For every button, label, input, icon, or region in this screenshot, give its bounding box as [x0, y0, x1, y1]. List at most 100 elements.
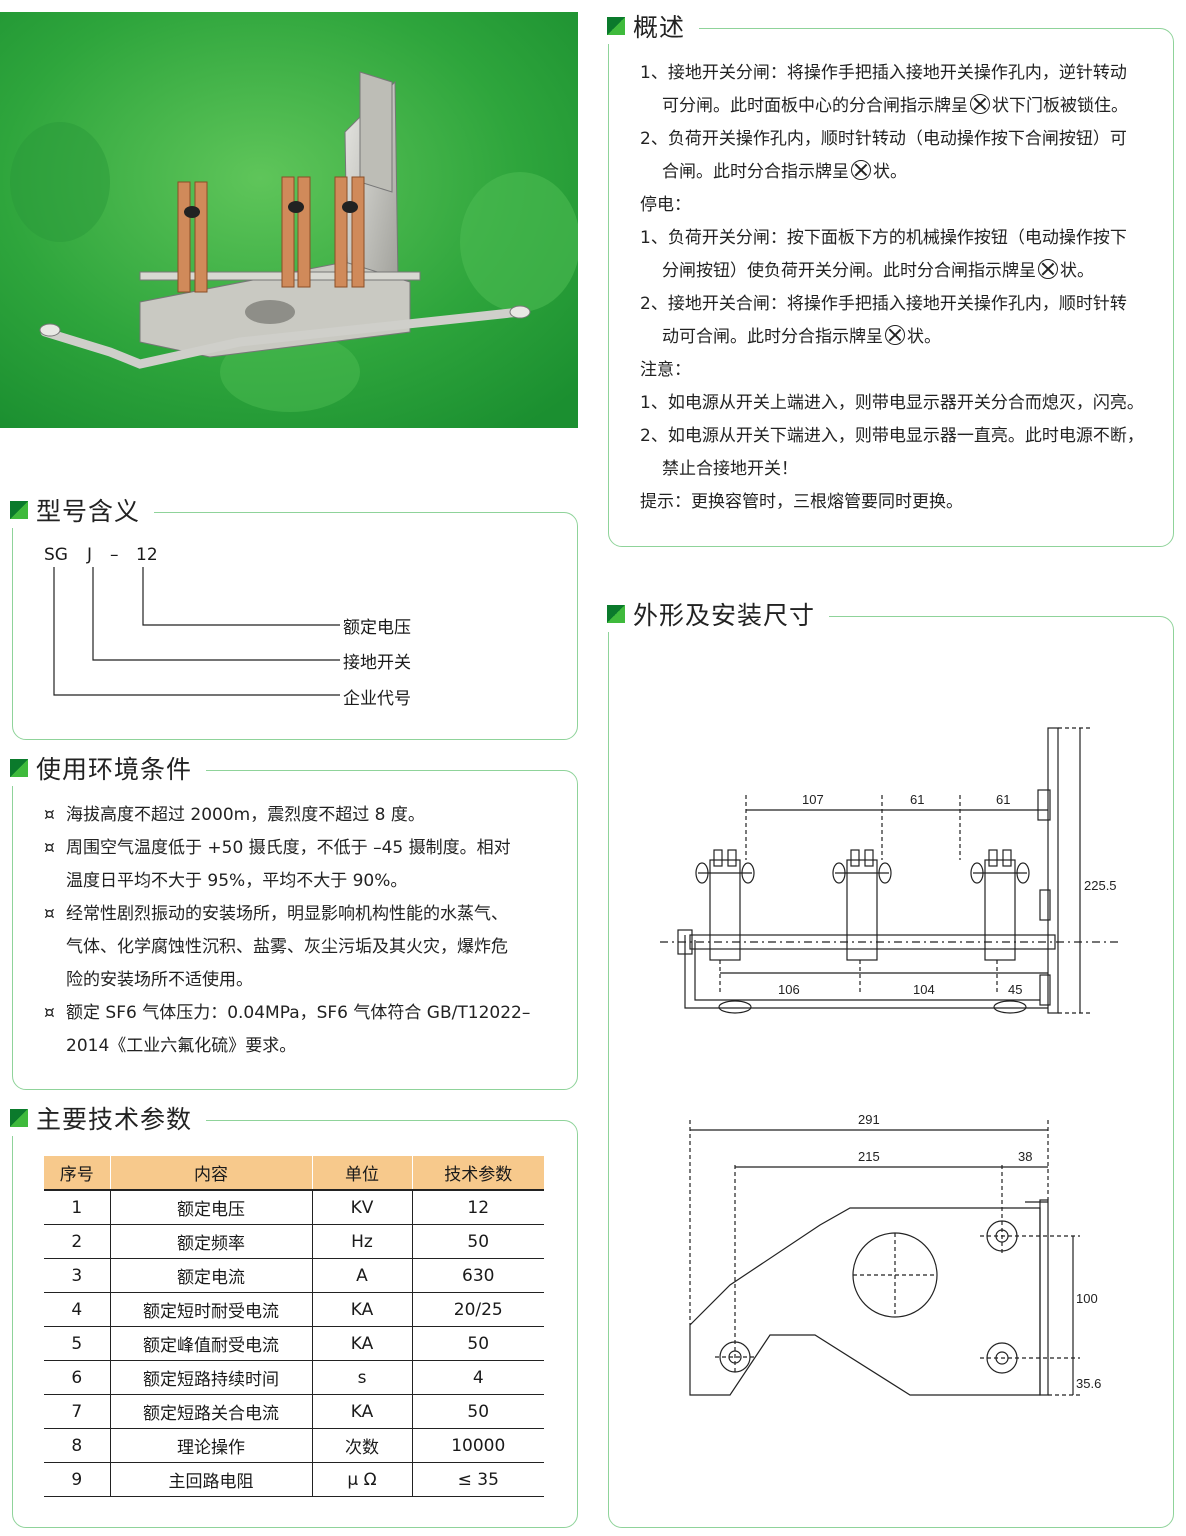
environment-line: ¤海拔高度不超过 2000m，震烈度不超过 8 度。	[44, 805, 425, 825]
overview-line: 可分闸。此时面板中心的分合闸指示牌呈状下门板被锁住。	[662, 94, 1128, 116]
dim-label: 225.5	[1084, 878, 1117, 893]
table-cell: s	[311, 1360, 412, 1395]
overview-line: 2、接地开关合闸：将操作手把插入接地开关操作孔内，顺时针转	[640, 294, 1127, 314]
table-cell: 4	[411, 1360, 544, 1395]
overview-line: 禁止合接地开关！	[662, 459, 798, 479]
table-cell: A	[311, 1258, 412, 1293]
section-marker-icon	[10, 1109, 28, 1127]
overview-line: 2、如电源从开关下端进入，则带电显示器一直亮。此时电源不断，	[640, 426, 1144, 446]
front-view-drawing: 107 61 61 225.5 106 104 45	[660, 727, 1120, 1014]
model-title: 型号含义	[36, 497, 141, 526]
model-panel	[12, 512, 578, 740]
environment-line: 气体、化学腐蚀性沉积、盐雾、灰尘污垢及其火灾，爆炸危	[66, 937, 508, 957]
environment-line: ¤经常性剧烈振动的安装场所，明显影响机构性能的水蒸气、	[44, 904, 508, 924]
dim-label: 61	[910, 792, 924, 807]
dimensions-title: 外形及安装尺寸	[633, 601, 816, 630]
overview-line: 动可合闸。此时分合指示牌呈状。	[662, 325, 941, 347]
column-header: 序号	[44, 1156, 110, 1191]
table-cell: μ Ω	[311, 1462, 412, 1497]
table-cell: 8	[44, 1428, 110, 1463]
overview-line: 1、接地开关分闸：将操作手把插入接地开关操作孔内，逆针转动	[640, 63, 1127, 83]
environment-line: 2014《工业六氟化硫》要求。	[66, 1036, 297, 1056]
model-leader-lines	[53, 567, 340, 696]
section-marker-icon	[10, 759, 28, 777]
table-cell: 7	[44, 1394, 110, 1429]
section-marker-icon	[607, 605, 625, 623]
model-heading: 型号含义	[10, 492, 155, 528]
model-code-j: J	[87, 545, 93, 565]
table-cell: Hz	[311, 1224, 412, 1259]
table-cell: 9	[44, 1462, 110, 1497]
environment-line: ¤周围空气温度低于 +50 摄氏度，不低于 –45 摄制度。相对	[44, 838, 511, 858]
dim-label: 45	[1008, 982, 1022, 997]
overview-line: 停电：	[640, 195, 691, 215]
table-cell: 3	[44, 1258, 110, 1293]
closed-indicator-icon	[885, 325, 905, 345]
overview-line: 2、负荷开关操作孔内，顺时针转动（电动操作按下合闸按钮）可	[640, 129, 1127, 149]
section-marker-icon	[10, 501, 28, 519]
table-cell: ≤ 35	[411, 1462, 544, 1497]
table-cell: 630	[411, 1258, 544, 1293]
overview-line: 合闸。此时分合指示牌呈状。	[662, 160, 907, 182]
section-marker-icon	[607, 17, 625, 35]
model-code-dash: –	[110, 545, 119, 565]
environment-line: ¤额定 SF6 气体压力：0.04MPa，SF6 气体符合 GB/T12022–	[44, 1003, 531, 1023]
table-cell: 额定频率	[109, 1224, 312, 1259]
table-cell: 50	[411, 1394, 544, 1429]
table-cell: 4	[44, 1292, 110, 1327]
table-cell: 50	[411, 1224, 544, 1259]
environment-heading: 使用环境条件	[10, 750, 207, 786]
overview-heading: 概述	[607, 8, 700, 44]
table-cell: 10000	[411, 1428, 544, 1463]
closed-indicator-icon	[970, 94, 990, 114]
environment-panel	[12, 770, 578, 1090]
dim-label: 104	[913, 982, 935, 997]
specs-panel	[12, 1120, 578, 1528]
table-cell: 20/25	[411, 1292, 544, 1327]
overview-line: 1、如电源从开关上端进入，则带电显示器开关分合而熄灭，闪亮。	[640, 393, 1144, 413]
table-cell: 额定短路持续时间	[109, 1360, 312, 1395]
column-header: 内容	[109, 1156, 312, 1191]
table-cell: 额定电压	[109, 1190, 312, 1225]
dim-label: 38	[1018, 1149, 1032, 1164]
overview-line: 分闸按钮）使负荷开关分闸。此时分合闸指示牌呈状。	[662, 259, 1094, 281]
dimensions-panel	[608, 616, 1174, 1528]
table-cell: 12	[411, 1190, 544, 1225]
table-cell: 50	[411, 1326, 544, 1361]
dim-label: 291	[858, 1112, 880, 1127]
top-view-drawing: 291 215 38 100 35.6	[689, 1112, 1101, 1396]
closed-indicator-icon	[851, 160, 871, 180]
closed-indicator-icon	[1038, 259, 1058, 279]
environment-title: 使用环境条件	[36, 755, 193, 784]
environment-text: ¤海拔高度不超过 2000m，震烈度不超过 8 度。 ¤周围空气温度低于 +50…	[44, 799, 564, 1063]
specs-title: 主要技术参数	[36, 1105, 193, 1134]
overview-line: 1、负荷开关分闸：按下面板下方的机械操作按钮（电动操作按下	[640, 228, 1127, 248]
table-cell: 主回路电阻	[109, 1462, 312, 1497]
table-cell: 次数	[311, 1428, 412, 1463]
table-header-row: 序号 内容 单位 技术参数	[44, 1156, 544, 1191]
overview-line: 提示：更换容管时，三根熔管要同时更换。	[640, 492, 963, 512]
model-code-sg: SG	[44, 545, 68, 565]
model-code-12: 12	[136, 545, 158, 565]
environment-line: 温度日平均不大于 95%，平均不大于 90%。	[66, 871, 408, 891]
column-header: 技术参数	[411, 1156, 544, 1191]
product-photo	[0, 12, 578, 428]
table-cell: KA	[311, 1292, 412, 1327]
model-label-voltage: 额定电压	[343, 618, 411, 638]
dim-label: 106	[778, 982, 800, 997]
table-cell: 额定峰值耐受电流	[109, 1326, 312, 1361]
table-cell: 2	[44, 1224, 110, 1259]
table-cell: KA	[311, 1326, 412, 1361]
table-cell: 额定短时耐受电流	[109, 1292, 312, 1327]
table-cell: 额定短路关合电流	[109, 1394, 312, 1429]
dim-label: 215	[858, 1149, 880, 1164]
overview-text: 1、接地开关分闸：将操作手把插入接地开关操作孔内，逆针转动 可分闸。此时面板中心…	[640, 57, 1160, 519]
column-header: 单位	[311, 1156, 412, 1191]
